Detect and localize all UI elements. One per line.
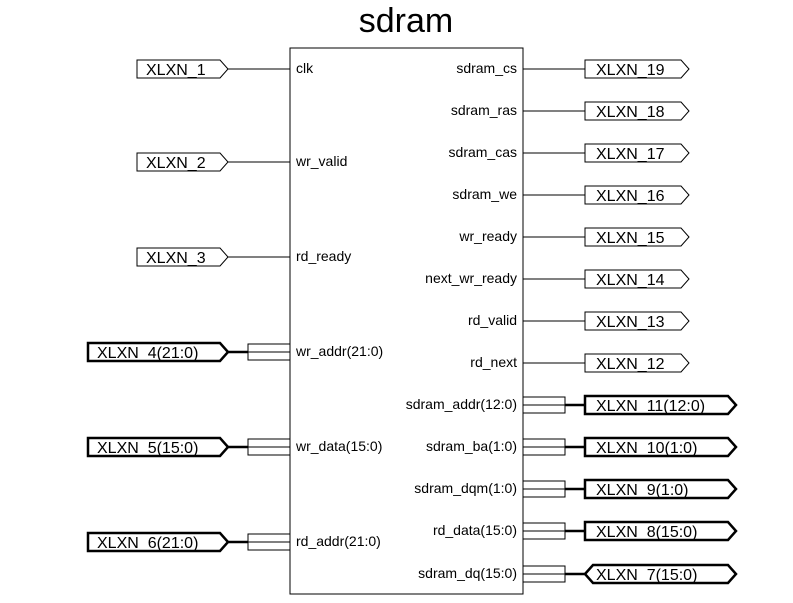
net-label: XLXN_19 — [596, 62, 665, 79]
port-rd-valid[interactable]: XLXN_13 rd_valid — [468, 311, 690, 331]
port-sdram-ras[interactable]: XLXN_18 sdram_ras — [451, 101, 690, 121]
net-label: XLXN_10(1:0) — [596, 440, 697, 457]
net-connector-xlxn-9-1-0[interactable] — [583, 478, 738, 500]
net-connector-xlxn-13[interactable] — [584, 311, 690, 331]
net-connector-xlxn-14[interactable] — [584, 269, 690, 289]
port-sdram-ba-1-0[interactable]: XLXN_10(1:0) sdram_ba(1:0) — [426, 436, 738, 458]
pin-label: sdram_dqm(1:0) — [414, 480, 517, 496]
port-sdram-addr-12-0[interactable]: XLXN_11(12:0) sdram_addr(12:0) — [406, 394, 738, 416]
net-connector-xlxn-10-1-0[interactable] — [583, 436, 738, 458]
component-title: sdram — [359, 2, 453, 40]
port-sdram-dqm-1-0[interactable]: XLXN_9(1:0) sdram_dqm(1:0) — [414, 478, 738, 500]
net-label: XLXN_8(15:0) — [596, 524, 697, 541]
net-label: XLXN_6(21:0) — [97, 535, 198, 552]
port-wr-data-15-0[interactable]: XLXN_5(15:0) wr_data(15:0) — [86, 436, 382, 458]
net-connector-xlxn-19[interactable] — [584, 59, 690, 79]
port-wr-addr-21-0[interactable]: XLXN_4(21:0) wr_addr(21:0) — [86, 341, 383, 363]
pin-label: wr_ready — [458, 228, 517, 244]
net-label: XLXN_12 — [596, 356, 665, 373]
port-sdram-dq-15-0[interactable]: XLXN_7(15:0) sdram_dq(15:0) — [418, 563, 738, 585]
net-label: XLXN_9(1:0) — [596, 482, 689, 499]
net-label: XLXN_15 — [596, 230, 665, 247]
net-label: XLXN_18 — [596, 104, 665, 121]
net-label: XLXN_13 — [596, 314, 665, 331]
net-label: XLXN_7(15:0) — [596, 567, 697, 584]
pin-label: wr_addr(21:0) — [295, 343, 383, 359]
net-connector-xlxn-1[interactable] — [136, 59, 229, 79]
port-wr-valid[interactable]: XLXN_2 wr_valid — [136, 152, 347, 172]
net-label: XLXN_2 — [146, 155, 206, 172]
net-connector-xlxn-17[interactable] — [584, 143, 690, 163]
net-label: XLXN_4(21:0) — [97, 345, 198, 362]
net-connector-xlxn-4-21-0[interactable] — [86, 341, 230, 363]
net-label: XLXN_5(15:0) — [97, 440, 198, 457]
pin-label: sdram_we — [452, 186, 517, 202]
pin-label: sdram_ba(1:0) — [426, 438, 517, 454]
pin-label: sdram_ras — [451, 102, 517, 118]
port-rd-next[interactable]: XLXN_12 rd_next — [470, 353, 690, 373]
net-connector-xlxn-11-12-0[interactable] — [583, 394, 738, 416]
port-wr-ready[interactable]: XLXN_15 wr_ready — [458, 227, 690, 247]
pin-label: next_wr_ready — [425, 270, 517, 286]
net-connector-xlxn-3[interactable] — [136, 247, 229, 267]
port-rd-data-15-0[interactable]: XLXN_8(15:0) rd_data(15:0) — [433, 520, 738, 542]
pin-label: wr_valid — [295, 153, 347, 169]
pin-label: rd_next — [470, 354, 517, 370]
net-connector-xlxn-2[interactable] — [136, 152, 229, 172]
port-clk[interactable]: XLXN_1 clk — [136, 59, 314, 79]
net-connector-xlxn-7-15-0[interactable] — [583, 563, 738, 585]
net-connector-xlxn-18[interactable] — [584, 101, 690, 121]
pin-label: rd_ready — [296, 248, 351, 264]
net-connector-xlxn-8-15-0[interactable] — [583, 520, 738, 542]
net-connector-xlxn-15[interactable] — [584, 227, 690, 247]
pin-label: rd_data(15:0) — [433, 522, 517, 538]
right-ports: XLXN_19sdram_csXLXN_18sdram_rasXLXN_17sd… — [406, 59, 738, 585]
port-sdram-cas[interactable]: XLXN_17 sdram_cas — [449, 143, 690, 163]
port-next-wr-ready[interactable]: XLXN_14 next_wr_ready — [425, 269, 690, 289]
pin-label: sdram_cas — [449, 144, 517, 160]
port-rd-ready[interactable]: XLXN_3 rd_ready — [136, 247, 351, 267]
port-sdram-cs[interactable]: XLXN_19 sdram_cs — [456, 59, 690, 79]
net-label: XLXN_17 — [596, 146, 665, 163]
component-body — [289, 47, 524, 595]
net-connector-xlxn-5-15-0[interactable] — [86, 436, 230, 458]
net-label: XLXN_16 — [596, 188, 665, 205]
pin-label: wr_data(15:0) — [295, 438, 382, 454]
pin-label: sdram_addr(12:0) — [406, 396, 517, 412]
net-connector-xlxn-12[interactable] — [584, 353, 690, 373]
net-connector-xlxn-6-21-0[interactable] — [86, 531, 230, 553]
pin-label: sdram_dq(15:0) — [418, 565, 517, 581]
pin-label: rd_addr(21:0) — [296, 533, 381, 549]
net-label: XLXN_3 — [146, 250, 206, 267]
pin-label: rd_valid — [468, 312, 517, 328]
pin-label: clk — [296, 60, 314, 76]
net-label: XLXN_11(12:0) — [596, 398, 705, 415]
pin-label: sdram_cs — [456, 60, 517, 76]
port-rd-addr-21-0[interactable]: XLXN_6(21:0) rd_addr(21:0) — [86, 531, 381, 553]
port-sdram-we[interactable]: XLXN_16 sdram_we — [452, 185, 690, 205]
net-label: XLXN_1 — [146, 62, 206, 79]
net-label: XLXN_14 — [596, 272, 665, 289]
net-connector-xlxn-16[interactable] — [584, 185, 690, 205]
